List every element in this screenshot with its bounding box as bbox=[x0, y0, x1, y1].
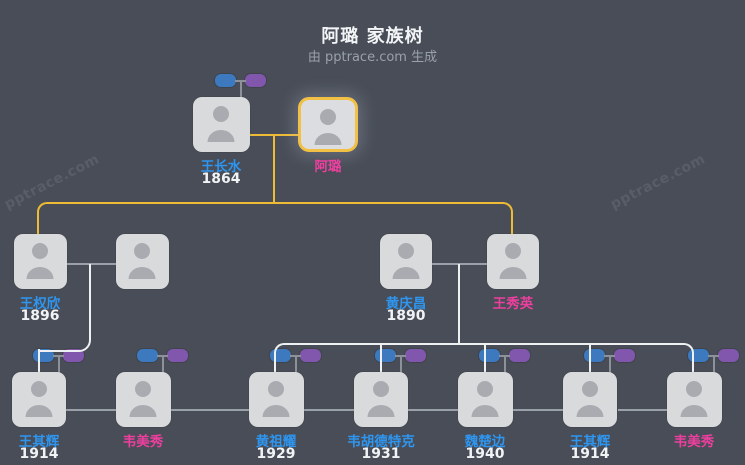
person-name[interactable]: 黄庆昌 bbox=[385, 296, 427, 312]
pill-descent-stub bbox=[240, 81, 242, 98]
person-avatar-head-icon bbox=[373, 381, 389, 397]
mother-pill-icon[interactable] bbox=[718, 349, 739, 362]
person-birth-year: 1931 bbox=[361, 446, 401, 462]
person-birth-year: 1914 bbox=[570, 446, 610, 462]
person-name[interactable]: 黄祖耀 bbox=[255, 434, 297, 450]
person-card-wang-qihui-2[interactable] bbox=[563, 372, 617, 427]
marriage-line-gen3-6 bbox=[618, 409, 667, 411]
person-birth-year: 1940 bbox=[465, 446, 505, 462]
person-name[interactable]: 王秀英 bbox=[492, 296, 534, 312]
person-avatar-body-icon bbox=[576, 405, 604, 417]
person-avatar-head-icon bbox=[477, 381, 493, 397]
pill-descent-stub bbox=[713, 356, 715, 373]
descent-stem-gen1 bbox=[273, 134, 275, 203]
person-avatar-head-icon bbox=[213, 106, 229, 122]
marriage-line-gen3-3 bbox=[304, 409, 354, 411]
marriage-line-gen3-4 bbox=[408, 409, 458, 411]
person-card-wang-changshui[interactable] bbox=[192, 97, 250, 152]
person-avatar-head-icon bbox=[582, 381, 598, 397]
descent-leg-weichubian bbox=[484, 345, 486, 372]
person-avatar-body-icon bbox=[129, 405, 157, 417]
mother-pill-icon[interactable] bbox=[63, 349, 84, 362]
page-subtitle: 由 pptrace.com 生成 bbox=[307, 50, 438, 65]
person-name[interactable]: 韦美秀 bbox=[122, 434, 164, 450]
person-avatar-body-icon bbox=[314, 133, 342, 145]
person-card-wang-qihui-1[interactable] bbox=[12, 372, 66, 427]
marriage-line-gen3-1 bbox=[66, 409, 116, 411]
person-birth-year: 1914 bbox=[19, 446, 59, 462]
person-avatar-body-icon bbox=[25, 405, 53, 417]
person-avatar-head-icon bbox=[268, 381, 284, 397]
children-bus-huangqingchang bbox=[274, 343, 694, 373]
pill-descent-stub bbox=[400, 356, 402, 373]
father-pill-icon[interactable] bbox=[215, 74, 236, 87]
person-avatar-body-icon bbox=[207, 130, 235, 142]
pill-descent-stub bbox=[609, 356, 611, 373]
person-card-huang-zuyao[interactable] bbox=[248, 372, 304, 427]
person-card-wei-hudeteke[interactable] bbox=[354, 372, 408, 427]
person-avatar-body-icon bbox=[680, 405, 708, 417]
person-name[interactable]: 韦胡德特克 bbox=[347, 434, 415, 450]
person-avatar-head-icon bbox=[32, 243, 48, 259]
mother-pill-icon[interactable] bbox=[509, 349, 530, 362]
descent-leg-wangqihui2 bbox=[589, 345, 591, 372]
person-name[interactable]: 王其辉 bbox=[569, 434, 611, 450]
marriage-line-gen3-5 bbox=[513, 409, 563, 411]
person-card-wang-quanxin[interactable] bbox=[13, 234, 67, 289]
mother-pill-icon[interactable] bbox=[405, 349, 426, 362]
person-card-wei-meixiu-2[interactable] bbox=[666, 372, 722, 427]
person-avatar-head-icon bbox=[134, 243, 150, 259]
person-avatar-head-icon bbox=[320, 109, 336, 125]
marriage-line-wangquanxin bbox=[66, 263, 116, 265]
person-name[interactable]: 韦美秀 bbox=[673, 434, 715, 450]
person-name[interactable]: 王权欣 bbox=[19, 296, 61, 312]
person-card-wang-xiuying[interactable] bbox=[487, 234, 539, 289]
descent-leg-wangqihui1 bbox=[38, 349, 40, 372]
children-bus-gen1 bbox=[37, 202, 513, 235]
pill-descent-stub bbox=[295, 356, 297, 373]
marriage-line-gen3-2 bbox=[171, 409, 249, 411]
person-birth-year: 1896 bbox=[20, 308, 60, 324]
person-avatar-body-icon bbox=[392, 267, 420, 279]
pill-descent-stub bbox=[162, 356, 164, 373]
father-pill-icon[interactable] bbox=[137, 349, 158, 362]
person-name[interactable]: 王长水 bbox=[200, 159, 242, 175]
person-name[interactable]: 魏楚边 bbox=[464, 434, 506, 450]
person-birth-year: 1864 bbox=[201, 171, 241, 187]
person-avatar-body-icon bbox=[471, 405, 499, 417]
page-title: 阿璐 家族树 bbox=[321, 26, 424, 47]
person-birth-year: 1929 bbox=[256, 446, 296, 462]
mother-pill-icon[interactable] bbox=[167, 349, 188, 362]
person-avatar-body-icon bbox=[262, 405, 290, 417]
person-card-alu[interactable] bbox=[298, 97, 358, 152]
person-name[interactable]: 阿璐 bbox=[314, 159, 342, 175]
person-avatar-head-icon bbox=[31, 381, 47, 397]
person-card-unnamed-spouse[interactable] bbox=[115, 234, 169, 289]
person-avatar-body-icon bbox=[128, 267, 156, 279]
descent-leg-weihudeteke bbox=[380, 345, 382, 372]
pill-descent-stub bbox=[504, 356, 506, 373]
mother-pill-icon[interactable] bbox=[614, 349, 635, 362]
person-card-wei-chubian[interactable] bbox=[457, 372, 513, 427]
person-avatar-body-icon bbox=[26, 267, 54, 279]
person-avatar-head-icon bbox=[135, 381, 151, 397]
person-card-huang-qingchang[interactable] bbox=[380, 234, 432, 289]
mother-pill-icon[interactable] bbox=[245, 74, 266, 87]
person-avatar-body-icon bbox=[499, 267, 527, 279]
person-birth-year: 1890 bbox=[386, 308, 426, 324]
person-avatar-head-icon bbox=[686, 381, 702, 397]
person-card-wei-meixiu-1[interactable] bbox=[115, 372, 171, 427]
mother-pill-icon[interactable] bbox=[300, 349, 321, 362]
descent-stem-huangqingchang bbox=[458, 264, 460, 344]
pill-descent-stub bbox=[58, 356, 60, 373]
person-avatar-head-icon bbox=[505, 243, 521, 259]
person-name[interactable]: 王其辉 bbox=[18, 434, 60, 450]
descent-elbow-wangquanxin bbox=[39, 264, 91, 352]
person-avatar-head-icon bbox=[398, 243, 414, 259]
person-avatar-body-icon bbox=[367, 405, 395, 417]
